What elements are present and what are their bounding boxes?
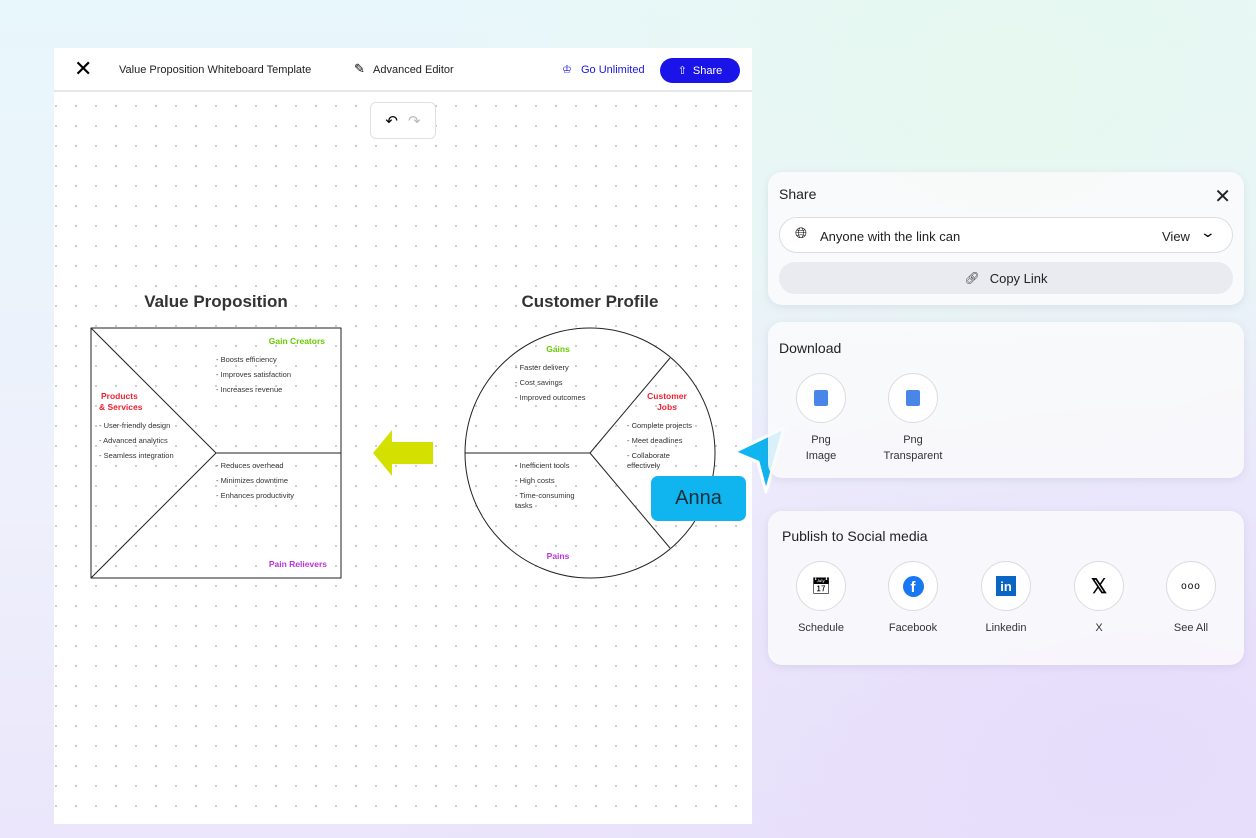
upload-icon: ⇧ — [677, 65, 687, 77]
document-title: Value Proposition Whiteboard Template — [119, 64, 312, 76]
share-panel-title: Share — [779, 186, 817, 202]
diagram-line — [589, 452, 671, 549]
calendar-icon: 📅︎ — [810, 578, 832, 595]
redo-icon[interactable]: ↷ — [408, 112, 421, 130]
png-image-button[interactable] — [796, 373, 846, 423]
globe-icon: 🌐︎ — [795, 225, 808, 242]
list-item: - Seamless integration — [99, 451, 174, 460]
list-item: - Increases revenue — [216, 385, 282, 394]
pains-label: Pains — [547, 551, 570, 561]
linkedin-button[interactable]: in — [981, 561, 1031, 611]
facebook-button[interactable]: f — [888, 561, 938, 611]
arrow-left-icon — [373, 430, 433, 476]
diagram-line — [589, 357, 671, 454]
see-all-label: See All — [1173, 622, 1209, 634]
share-label: Share — [692, 64, 723, 77]
link-access-dropdown[interactable]: 🌐︎ Anyone with the link can View ⌄ — [779, 217, 1233, 253]
permission-value: View — [1162, 229, 1190, 244]
undo-redo-toolbar: ↶↷ — [370, 102, 436, 139]
customer-profile-title: Customer Profile — [522, 292, 659, 311]
share-button[interactable]: ⇧ Share — [660, 58, 740, 83]
png-file-icon — [906, 390, 920, 406]
x-button[interactable]: 𝕏 — [1074, 561, 1124, 611]
list-item: - Boosts efficiency — [216, 355, 277, 364]
list-item: - Time-consuming — [515, 491, 575, 500]
see-all-button[interactable]: ooo — [1166, 561, 1216, 611]
link-icon: 🔗︎ — [964, 271, 980, 285]
diagram: Value Proposition Gain Creators - Boosts… — [90, 292, 716, 579]
access-text: Anyone with the link can — [820, 229, 961, 244]
customer-jobs-label: Jobs — [657, 402, 677, 412]
copy-link-label: Copy Link — [989, 270, 1048, 286]
list-item: - Advanced analytics — [99, 436, 168, 445]
list-item: - Inefficient tools — [515, 461, 570, 470]
social-panel: Publish to Social media 📅︎ Schedule f Fa… — [768, 511, 1244, 665]
crown-icon: ♔ — [562, 64, 572, 76]
linkedin-label: Linkedin — [985, 622, 1027, 634]
list-item: - User-friendly design — [99, 421, 170, 430]
diagram-line — [90, 327, 217, 454]
pain-relievers-label: Pain Relievers — [269, 559, 327, 569]
go-unlimited-link[interactable]: Go Unlimited — [581, 64, 645, 76]
png-transparent-button[interactable] — [888, 373, 938, 423]
value-proposition-title: Value Proposition — [144, 292, 288, 311]
more-icon: ooo — [1181, 580, 1201, 592]
facebook-label: Facebook — [888, 622, 938, 634]
list-item: - Cost savings — [515, 378, 563, 387]
undo-icon[interactable]: ↶ — [385, 112, 398, 130]
list-item: - Enhances productivity — [216, 491, 294, 500]
advanced-editor-button[interactable]: Advanced Editor — [373, 64, 454, 76]
list-item: - Reduces overhead — [216, 461, 284, 470]
share-panel: Share ✕ 🌐︎ Anyone with the link can View… — [768, 172, 1244, 305]
list-item: - Minimizes downtime — [216, 476, 288, 485]
diagram-line — [90, 452, 217, 579]
copy-link-button[interactable]: 🔗︎ Copy Link — [779, 262, 1233, 294]
schedule-label: Schedule — [798, 622, 844, 634]
list-item: - Collaborate — [627, 451, 670, 460]
customer-jobs-label: Customer — [647, 391, 687, 401]
chevron-down-icon: ⌄ — [1199, 224, 1217, 240]
collaborator-cursor-label: Anna — [651, 476, 746, 521]
x-label: X — [1095, 622, 1103, 634]
social-panel-title: Publish to Social media — [782, 528, 928, 544]
facebook-icon: f — [902, 575, 924, 597]
list-item: - Improved outcomes — [515, 393, 586, 402]
gains-label: Gains — [546, 344, 570, 354]
list-item: - Improves satisfaction — [216, 370, 291, 379]
list-item: - Complete projects — [627, 421, 692, 430]
download-panel-title: Download — [779, 340, 842, 356]
products-label: & Services — [99, 402, 143, 412]
list-item: - Meet deadlines — [627, 436, 683, 445]
advanced-editor-icon: ✎ — [354, 61, 365, 76]
png-file-icon — [814, 390, 828, 406]
list-item: - Faster delivery — [515, 363, 569, 372]
products-label: Products — [101, 391, 138, 401]
close-icon[interactable]: ✕ — [74, 56, 93, 81]
top-bar: ✕ Value Proposition Whiteboard Template … — [54, 48, 752, 92]
x-logo-icon: 𝕏 — [1090, 575, 1108, 598]
schedule-button[interactable]: 📅︎ — [796, 561, 846, 611]
whiteboard-canvas[interactable]: ✕ Value Proposition Whiteboard Template … — [54, 48, 752, 824]
list-item: - High costs — [515, 476, 555, 485]
linkedin-icon: in — [996, 576, 1016, 596]
list-item: effectively — [627, 461, 660, 470]
list-item: tasks — [515, 501, 533, 510]
close-icon[interactable]: ✕ — [1214, 186, 1231, 208]
gain-creators-label: Gain Creators — [269, 336, 325, 346]
